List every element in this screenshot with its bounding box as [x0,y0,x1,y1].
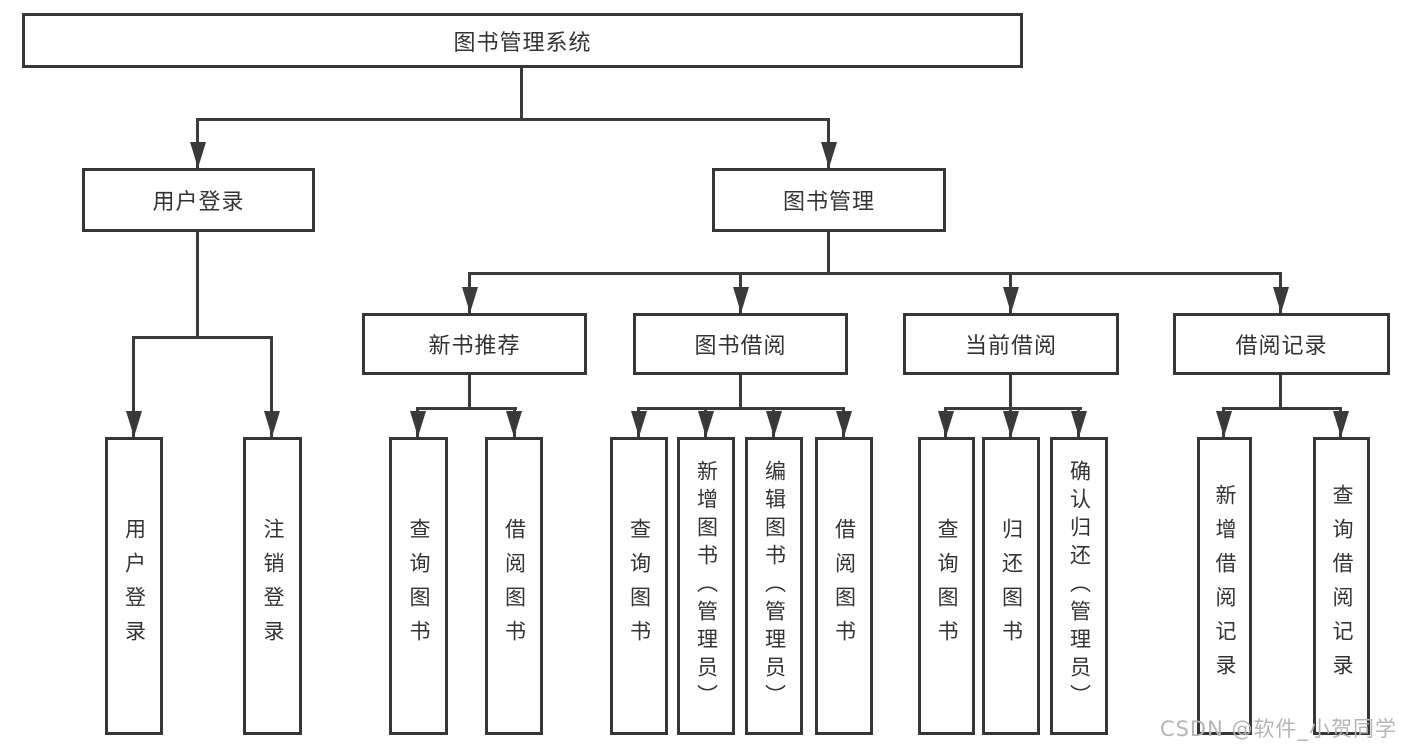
node-library-system: 图书管理系统 [22,13,1023,68]
connector-line [1222,407,1342,410]
node-label: 当前借阅 [964,334,1057,359]
node-user-login: 用户登录 [82,168,315,232]
node-label: 注销登录 [261,518,285,654]
connector-line [416,407,517,410]
leaf-query-borrow-record: 查询借阅记录 [1313,437,1370,735]
node-label: 借阅记录 [1235,334,1328,359]
leaf-user-login: 用户登录 [105,437,163,735]
node-label: 确认归还（管理员） [1067,460,1092,712]
arrowhead-down [938,411,954,437]
node-label: 编辑图书（管理员） [762,460,787,712]
arrowhead-down [733,287,749,313]
node-label: 查询借阅记录 [1330,484,1354,688]
node-label: 用户登录 [152,190,245,215]
connector-line [944,407,1082,410]
connector-line [520,68,523,118]
node-label: 借阅图书 [502,518,527,654]
arrowhead-down [506,411,522,437]
arrowhead-down [836,411,852,437]
connector-line [827,232,830,272]
node-label: 查询图书 [407,518,431,654]
node-borrowing-records: 借阅记录 [1173,313,1390,375]
arrowhead-down [1333,411,1349,437]
connector-line [637,407,845,410]
arrowhead-down [1216,411,1232,437]
connector-line [270,336,273,437]
arrowhead-down [1071,411,1087,437]
connector-line [1279,375,1282,407]
node-new-book-recommend: 新书推荐 [362,313,587,375]
leaf-add-books-admin: 新增图书（管理员） [677,437,735,735]
node-label: 新增借阅记录 [1213,484,1237,688]
node-book-borrowing: 图书借阅 [633,313,848,375]
node-label: 新书推荐 [428,334,521,359]
node-label: 查询图书 [935,518,959,654]
node-label: 归还图书 [999,518,1024,654]
connector-line [739,375,742,407]
node-label: 图书管理系统 [453,30,592,56]
node-label: 用户登录 [122,518,147,654]
connector-line [132,336,273,339]
arrowhead-down [1003,287,1019,313]
csdn-watermark: CSDN @软件_小贺同学 [1159,717,1397,741]
connector-line [196,118,830,121]
connector-line [1009,375,1012,407]
node-label: 图书借阅 [694,334,787,359]
arrowhead-down [698,411,714,437]
arrowhead-down [410,411,426,437]
connector-line [468,375,471,407]
arrowhead-down [631,411,647,437]
leaf-query-books-borrowing: 查询图书 [610,437,668,735]
connector-line [196,232,199,336]
leaf-confirm-return-admin: 确认归还（管理员） [1050,437,1108,735]
arrowhead-down [1273,287,1289,313]
leaf-return-books: 归还图书 [982,437,1040,735]
node-book-management: 图书管理 [712,168,946,232]
leaf-borrow-books-recommend: 借阅图书 [485,437,543,735]
leaf-borrow-books-borrowing: 借阅图书 [815,437,873,735]
connector-line [132,336,135,437]
arrowhead-down [462,287,478,313]
connector-line [468,272,1282,275]
leaf-query-books-current: 查询图书 [918,437,975,735]
node-label: 新增图书（管理员） [694,460,719,712]
arrowhead-down [766,411,782,437]
leaf-add-borrow-record: 新增借阅记录 [1197,437,1252,735]
arrowhead-down [821,142,837,168]
leaf-logout: 注销登录 [243,437,302,735]
leaf-query-books-recommend: 查询图书 [389,437,448,735]
arrowhead-down [126,411,142,437]
leaf-edit-books-admin: 编辑图书（管理员） [745,437,803,735]
arrowhead-down [264,411,280,437]
node-label: 查询图书 [627,518,652,654]
node-label: 图书管理 [782,190,875,215]
arrowhead-down [1003,411,1019,437]
node-current-borrowing: 当前借阅 [903,313,1119,375]
node-label: 借阅图书 [832,518,857,654]
arrowhead-down [190,142,206,168]
